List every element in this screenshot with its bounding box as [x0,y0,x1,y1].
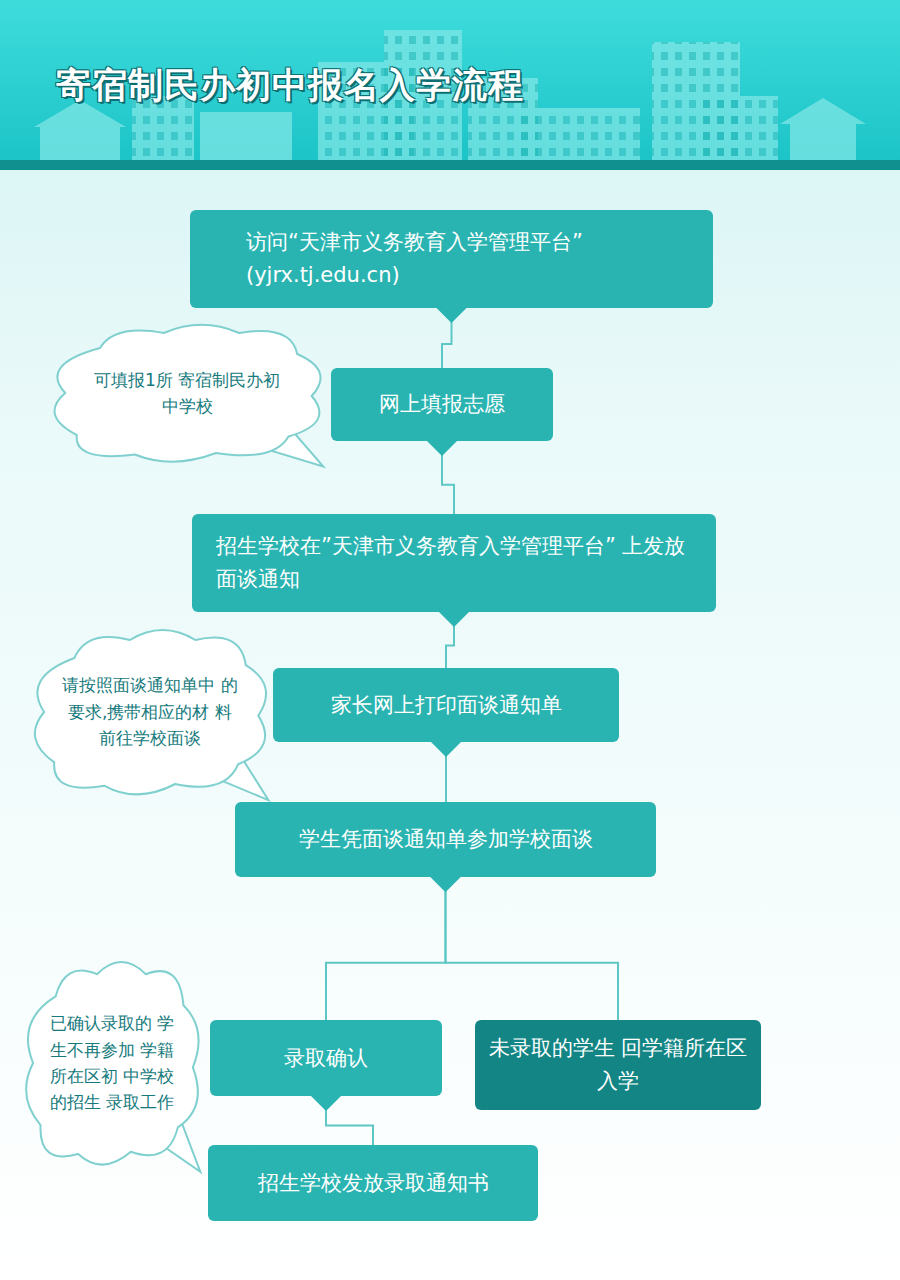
process-box: 学生凭面谈通知单参加学校面谈 [235,802,656,877]
box-label: 未录取的学生 回学籍所在区入学 [475,1032,761,1097]
flow-connector [446,877,619,1020]
flow-connector [442,308,452,368]
note-text: 已确认录取的 学生不再参加 学籍所在区初 中学校的招生 录取工作 [46,1010,178,1115]
process-box: 录取确认 [210,1020,442,1096]
box-label: 招生学校发放录取通知书 [208,1167,538,1200]
note-cloud: 可填报1所 寄宿制民办初中学校 [42,318,332,468]
flow-connector [326,1096,373,1145]
process-box: 招生学校发放录取通知书 [208,1145,538,1221]
header-stripe [0,160,900,170]
building-silhouettes [34,30,866,162]
cloud-text-area: 可填报1所 寄宿制民办初中学校 [86,347,289,440]
cloud-text-area: 请按照面谈通知单中 的要求,携带相应的材 料前往学校面谈 [62,656,238,768]
flow-connector [445,742,447,802]
cloud-text-area: 已确认录取的 学生不再参加 学籍所在区初 中学校的招生 录取工作 [46,994,178,1132]
process-box: 招生学校在”天津市义务教育入学管理平台” 上发放面谈通知 [192,514,716,612]
cloud-outline [42,318,332,468]
process-box: 未录取的学生 回学籍所在区入学 [475,1020,761,1110]
box-label: 家长网上打印面谈通知单 [273,689,619,722]
cloud-body [35,630,266,794]
cloud-body [55,325,321,462]
process-box: 网上填报志愿 [331,368,553,441]
page-title: 寄宿制民办初中报名入学流程 [56,62,524,109]
note-cloud: 请按照面谈通知单中 的要求,携带相应的材 料前往学校面谈 [24,622,276,802]
flow-connector [442,441,454,514]
box-label: 录取确认 [210,1042,442,1075]
box-label: 访问“天津市义务教育入学管理平台” (yjrx.tj.edu.cn) [190,226,713,291]
cloud-body [26,962,198,1165]
header-band [0,0,900,162]
process-box: 访问“天津市义务教育入学管理平台” (yjrx.tj.edu.cn) [190,210,713,308]
cloud-outline [18,952,206,1174]
note-text: 可填报1所 寄宿制民办初中学校 [86,367,289,420]
box-label: 招生学校在”天津市义务教育入学管理平台” 上发放面谈通知 [192,530,716,595]
note-text: 请按照面谈通知单中 的要求,携带相应的材 料前往学校面谈 [62,672,238,751]
process-box: 家长网上打印面谈通知单 [273,668,619,742]
flow-connector [446,612,454,668]
box-label: 网上填报志愿 [331,388,553,421]
box-label: 学生凭面谈通知单参加学校面谈 [235,823,656,856]
note-cloud: 已确认录取的 学生不再参加 学籍所在区初 中学校的招生 录取工作 [18,952,206,1174]
flow-connector [326,877,446,1020]
